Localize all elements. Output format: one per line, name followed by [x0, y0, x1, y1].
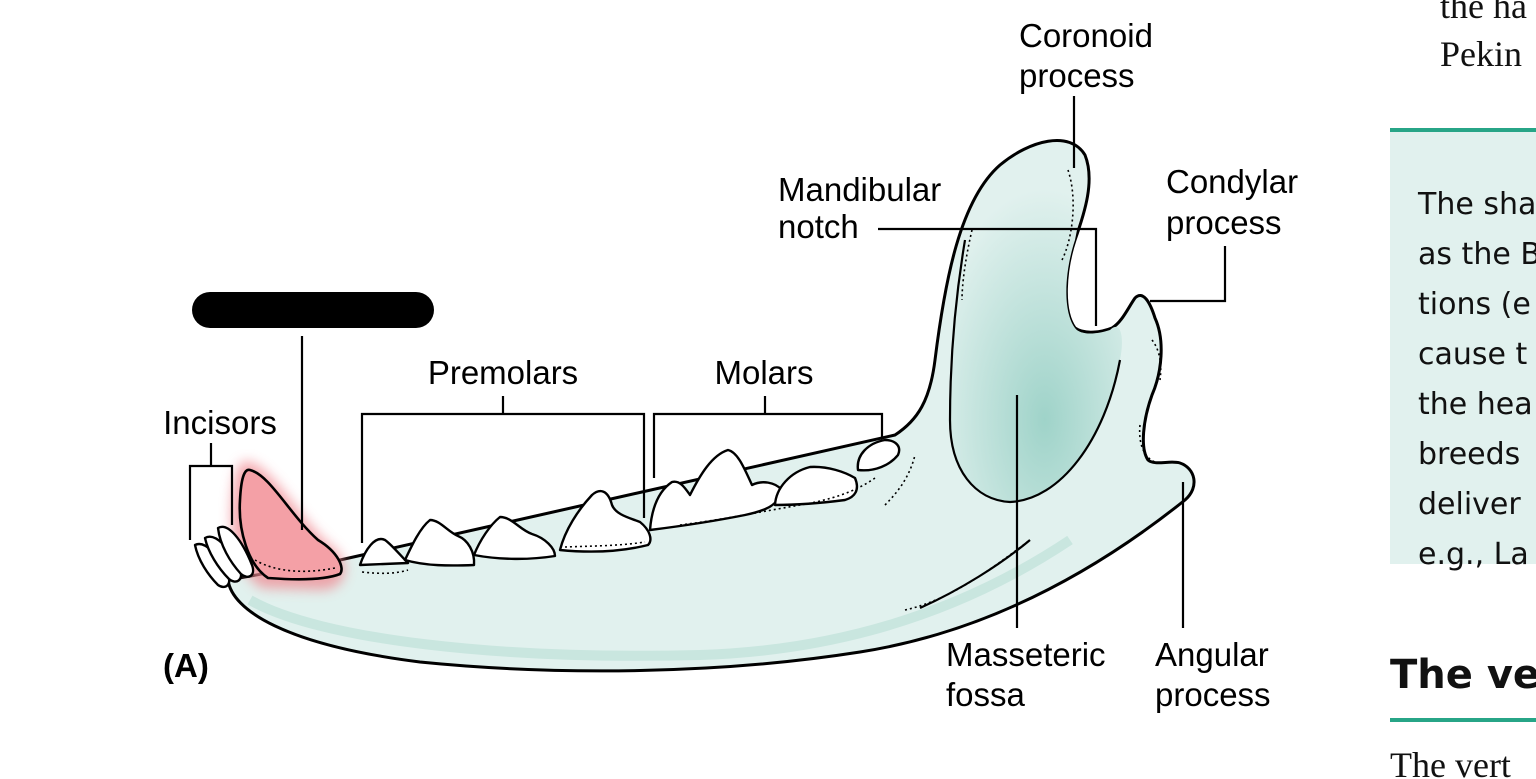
- molar-3: [856, 438, 901, 472]
- box-line: e.g., La: [1418, 537, 1529, 572]
- box-line: the hea: [1418, 387, 1533, 422]
- premolar-dots: [564, 541, 646, 548]
- incisors-label: Incisors: [163, 404, 277, 441]
- molars-bracket: [652, 396, 884, 478]
- sidebar-box-text: The sha as the B tions (e cause t the he…: [1390, 132, 1536, 580]
- condylar-leader: [1150, 246, 1227, 303]
- ventral-band: [247, 535, 1073, 661]
- sidebar-box: The sha as the B tions (e cause t the he…: [1390, 128, 1536, 572]
- panel-label: (A): [163, 647, 209, 684]
- box-line: deliver: [1418, 487, 1521, 522]
- incisors-bracket: [188, 443, 234, 540]
- side-top-line: Pekin: [1440, 34, 1523, 74]
- mandibular-label-line2: notch: [778, 208, 859, 245]
- molar-2: [773, 465, 859, 507]
- masseteric-label-line2: fossa: [946, 676, 1026, 713]
- condylar-label-line1: Condylar: [1166, 163, 1298, 200]
- box-line: tions (e: [1418, 287, 1531, 322]
- redacted-label: [192, 292, 434, 328]
- mandible-bone: [226, 139, 1196, 673]
- masseteric-label-line1: Masseteric: [946, 636, 1106, 673]
- premolar-2: [403, 518, 476, 567]
- angular-label-line2: process: [1155, 676, 1271, 713]
- angular-label-line1: Angular: [1155, 636, 1269, 673]
- fossa-outline: [948, 239, 1122, 504]
- side-bottom-text: The vert: [1390, 745, 1511, 779]
- coronoid-label-line1: Coronoid: [1019, 17, 1153, 54]
- box-line: The sha: [1418, 187, 1536, 222]
- ramus-dots: [961, 229, 973, 301]
- mandibular-label-line1: Mandibular: [778, 171, 941, 208]
- molars-label: Molars: [714, 354, 813, 391]
- premolar-3: [472, 515, 557, 561]
- incisor-3: [216, 525, 255, 578]
- canine-tooth: [238, 468, 343, 581]
- masseteric-fossa-shade: [950, 172, 1122, 502]
- side-top-text: the ha Pekin: [1440, 0, 1527, 78]
- side-top-line: the ha: [1440, 0, 1527, 26]
- root-dots: [884, 454, 916, 506]
- section-heading: The ve: [1390, 652, 1536, 698]
- premolar-1: [358, 537, 410, 567]
- condylar-label-line2: process: [1166, 204, 1282, 241]
- ventral-line: [919, 539, 1031, 610]
- box-line: breeds: [1418, 437, 1521, 472]
- molar-dots: [679, 477, 876, 526]
- box-line: as the B: [1418, 237, 1536, 272]
- premolar-4: [558, 489, 652, 553]
- angular-dots: [1138, 424, 1159, 464]
- heading-rule: [1390, 718, 1536, 722]
- adjacent-page-column: the ha Pekin The sha as the B tions (e c…: [1390, 0, 1536, 779]
- premolars-bracket: [360, 396, 646, 543]
- mandibular-leader: [878, 227, 1098, 326]
- premolars-label: Premolars: [428, 354, 578, 391]
- box-line: cause t: [1418, 337, 1528, 372]
- coronoid-label-line2: process: [1019, 57, 1135, 94]
